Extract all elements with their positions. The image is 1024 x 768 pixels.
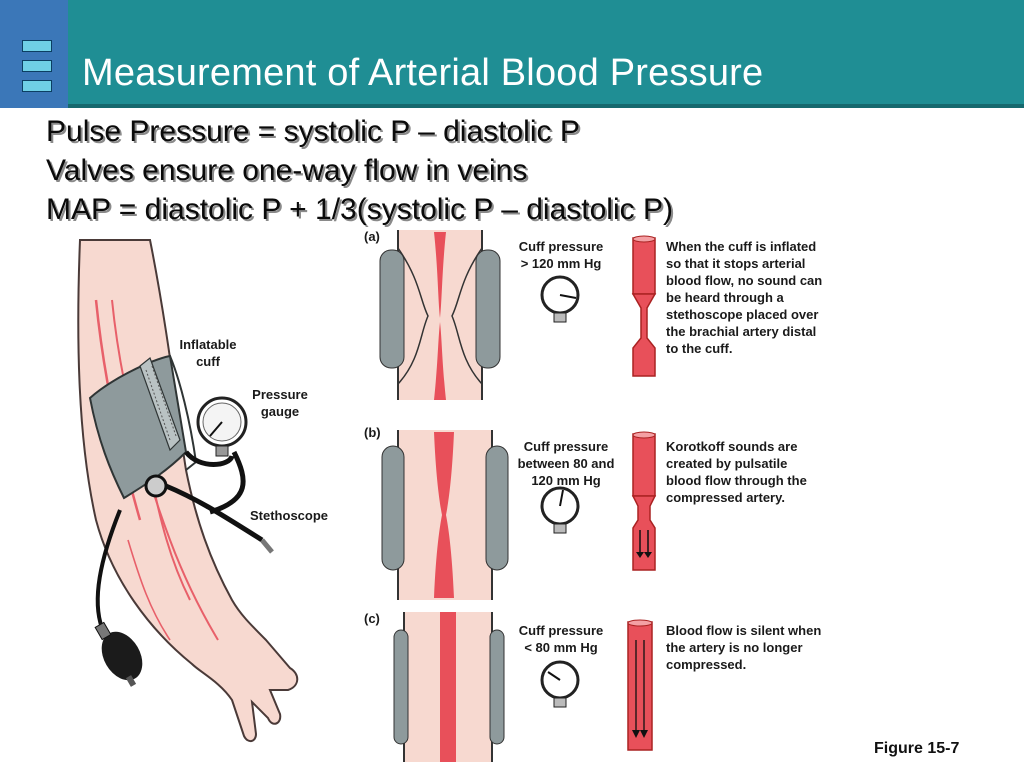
panel-a-gauge	[540, 275, 580, 323]
pressure-gauge-label: Pressure gauge	[252, 387, 308, 419]
panel-b-gauge	[540, 486, 580, 534]
menu-icon[interactable]	[22, 40, 52, 92]
panel-a-tag: (a)	[364, 229, 380, 244]
panel-c-gauge	[540, 660, 580, 708]
panel-c-vessel	[627, 619, 653, 751]
panel-b-vessel	[631, 431, 657, 571]
panel-b-pressure-label: Cuff pressure between 80 and 120 mm Hg	[517, 439, 615, 488]
logo-block	[0, 0, 68, 108]
pressure-gauge-icon	[184, 396, 248, 515]
header-rule	[0, 104, 1024, 108]
panel-b-description: Korotkoff sounds are created by pulsatil…	[666, 439, 807, 505]
stethoscope-icon	[95, 474, 274, 629]
panel-a-vessel	[631, 235, 657, 377]
panel-a-pressure-label: Cuff pressure > 120 mm Hg	[518, 239, 604, 271]
panel-c-pressure-label: Cuff pressure < 80 mm Hg	[518, 623, 604, 655]
bullet-list: Pulse Pressure = systolic P – diastolic …	[46, 112, 673, 229]
panel-a-description: When the cuff is inflated so that it sto…	[666, 239, 823, 356]
panel-c-artery	[393, 612, 505, 762]
slide-header	[0, 0, 1024, 108]
panel-b-artery	[381, 430, 509, 600]
panel-a-artery	[379, 230, 501, 400]
bullet-map: MAP = diastolic P + 1/3(systolic P – dia…	[46, 193, 673, 226]
panel-c-tag: (c)	[364, 611, 380, 626]
bullet-valves: Valves ensure one-way flow in veins	[46, 154, 528, 187]
panel-b-tag: (b)	[364, 425, 381, 440]
inflatable-cuff-label: Inflatable cuff	[179, 337, 237, 369]
bullet-pulse-pressure: Pulse Pressure = systolic P – diastolic …	[46, 115, 580, 148]
figure-caption: Figure 15-7	[874, 740, 960, 757]
stethoscope-label: Stethoscope	[250, 508, 329, 523]
bulb-pump-icon	[94, 621, 143, 687]
slide-title: Measurement of Arterial Blood Pressure	[82, 52, 764, 94]
panel-c-description: Blood flow is silent when the artery is …	[666, 623, 822, 672]
